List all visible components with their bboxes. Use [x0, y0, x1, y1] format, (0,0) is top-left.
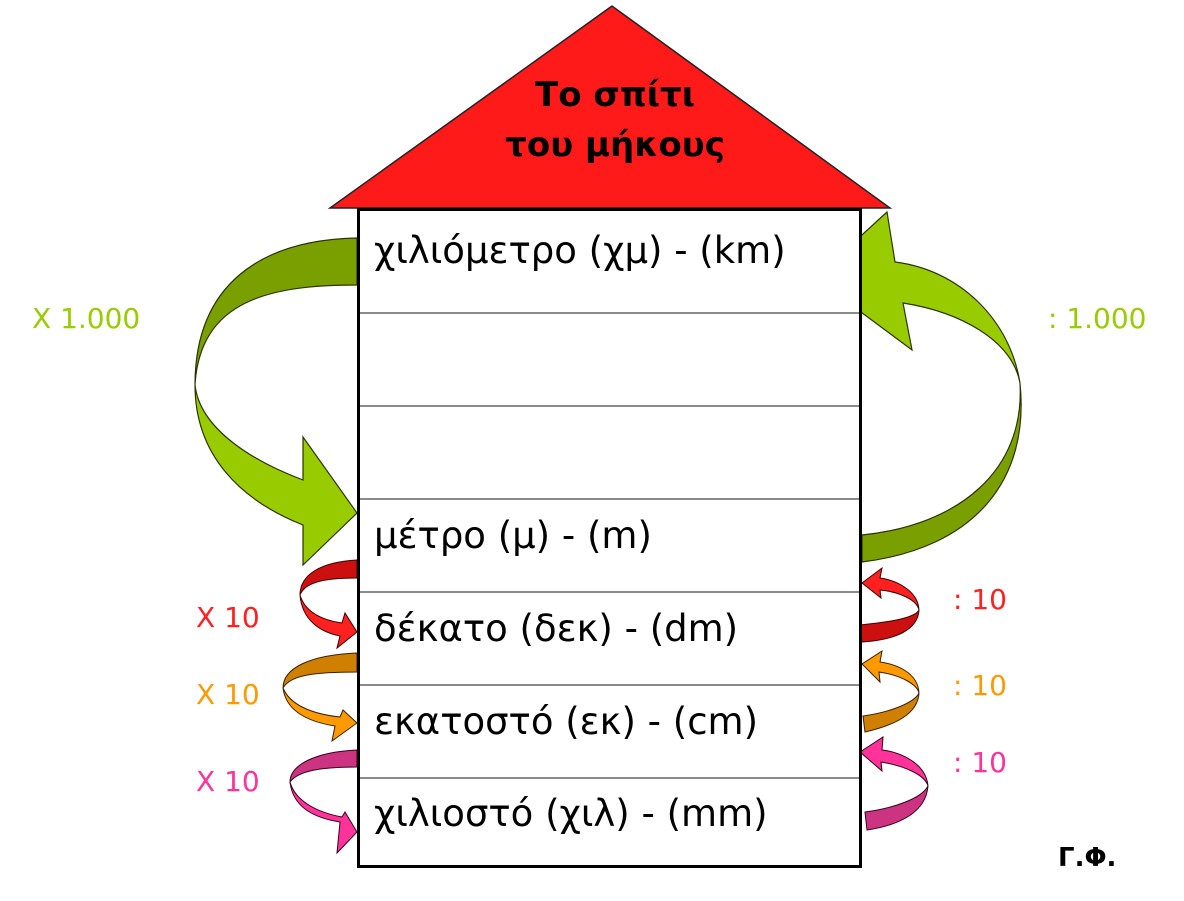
row-millimetre: χιλιοστό (χιλ) - (mm): [360, 778, 859, 871]
factor-right-dm-m: : 10: [953, 583, 1007, 616]
author-credit: Γ.Φ.: [1058, 843, 1117, 873]
arrow-m-to-dm-icon: [299, 559, 358, 650]
factor-left-dm-cm: X 10: [196, 678, 260, 711]
roof-title-line-1: Το σπίτι: [535, 75, 695, 115]
roof-title-line-2: του μήκους: [505, 125, 725, 165]
row-decametre-empty: [360, 407, 859, 500]
row-label: μέτρο (μ) - (m): [374, 514, 652, 557]
arrow-cm-to-mm-icon: [289, 749, 358, 855]
factor-left-cm-mm: X 10: [196, 765, 260, 798]
factor-right-mm-cm: : 10: [953, 746, 1007, 779]
row-label: χιλιοστό (χιλ) - (mm): [374, 792, 768, 835]
row-label: δέκατο (δεκ) - (dm): [374, 607, 739, 650]
arrow-cm-to-dm-icon: [861, 649, 920, 733]
row-hectometre-empty: [360, 314, 859, 407]
arrow-dm-to-m-icon: [859, 566, 920, 643]
factor-right-m-km: : 1.000: [1048, 302, 1147, 335]
factor-left-m-dm: X 10: [196, 601, 260, 634]
row-label: χιλιόμετρο (χμ) - (km): [374, 229, 786, 272]
factor-right-cm-dm: : 10: [953, 669, 1007, 702]
row-label: εκατοστό (εκ) - (cm): [374, 700, 759, 743]
row-decimetre: δέκατο (δεκ) - (dm): [360, 593, 859, 686]
arrow-m-to-km-icon: [814, 210, 1022, 563]
row-metre: μέτρο (μ) - (m): [360, 500, 859, 593]
row-centimetre: εκατοστό (εκ) - (cm): [360, 686, 859, 779]
unit-house-table: χιλιόμετρο (χμ) - (km) μέτρο (μ) - (m) δ…: [357, 208, 862, 868]
arrow-mm-to-cm-icon: [859, 736, 929, 831]
arrow-dm-to-cm-icon: [282, 652, 358, 743]
row-kilometre: χιλιόμετρο (χμ) - (km): [360, 211, 859, 314]
factor-left-km-m: X 1.000: [32, 302, 141, 335]
arrow-km-to-m-icon: [194, 237, 358, 567]
